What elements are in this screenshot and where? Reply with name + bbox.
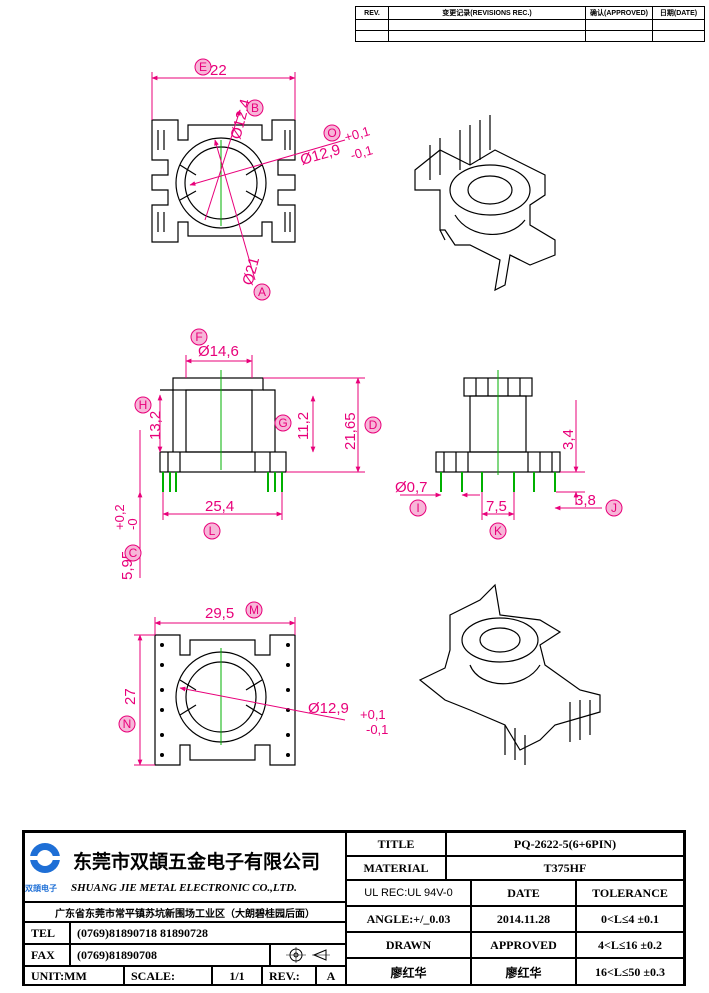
date-value: 2014.11.28	[471, 906, 576, 932]
balloon-m: M	[249, 603, 259, 617]
material-label: MATERIAL	[346, 856, 446, 880]
side-dimensions	[400, 400, 602, 520]
fax-label: FAX	[24, 944, 70, 966]
front-pin-len-minus: -0	[125, 518, 140, 530]
material-value: T375HF	[446, 856, 684, 880]
side-standoff: 3,4	[560, 429, 577, 450]
drawn-label: DRAWN	[346, 932, 471, 958]
balloon-k: K	[494, 524, 502, 538]
bottom-balloons	[118, 601, 263, 733]
tel-value: (0769)81890718 81890728	[70, 922, 346, 944]
logo-text: 双頡电子	[25, 883, 57, 893]
approved-label: APPROVED	[471, 932, 576, 958]
technical-drawing: 22 Ø12,4 Ø12,9 +0,1 -0,1 Ø21 E B O A	[112, 58, 623, 766]
bottom-width-dim: 29,5	[205, 605, 234, 622]
balloon-c: C	[129, 546, 138, 560]
rev-value: A	[316, 966, 346, 986]
iso-view-bottom	[418, 583, 601, 765]
bottom-center-tol-minus: -0,1	[366, 722, 388, 737]
side-pin-dia: Ø0,7	[395, 479, 428, 496]
front-top-dia: Ø14,6	[198, 343, 239, 360]
side-balloons	[409, 499, 623, 540]
tel-label: TEL	[24, 922, 70, 944]
approved-by: 廖红华	[471, 958, 576, 986]
balloon-j: J	[611, 501, 617, 515]
company-name-en: SHUANG JIE METAL ELECTRONIC CO.,LTD.	[71, 882, 297, 894]
balloon-h: H	[139, 398, 148, 412]
unit-label: UNIT:MM	[24, 966, 124, 986]
tolerance-row-1: 0<L≤4 ±0.1	[576, 906, 684, 932]
title-label: TITLE	[346, 832, 446, 856]
side-pin-pitch: 7,5	[486, 498, 507, 515]
revision-table: REV. 变更记录(REVISIONS REC.) 确认(APPROVED) 日…	[355, 6, 705, 42]
balloon-e: E	[199, 60, 207, 74]
balloon-f: F	[195, 330, 202, 344]
bottom-center-dia: Ø12,9	[308, 700, 349, 717]
front-dimensions	[137, 355, 365, 578]
company-name-cn: 东莞市双頡五金电子有限公司	[73, 851, 321, 873]
angle-tolerance: ANGLE:+/_0.03	[346, 906, 471, 932]
fax-value: (0769)81890708	[70, 944, 270, 966]
side-dim-text: Ø0,7 7,5 3,4 3,8	[395, 429, 596, 515]
bottom-view	[154, 634, 296, 766]
scale-value: 1/1	[212, 966, 262, 986]
bottom-dim-text: 29,5 27 Ø12,9 +0,1 -0,1	[122, 605, 388, 737]
front-height-d: 21,65	[342, 412, 359, 450]
top-view	[151, 119, 296, 243]
top-balloons	[194, 58, 341, 301]
title-value: PQ-2622-5(6+6PIN)	[446, 832, 684, 856]
balloon-b: B	[251, 101, 259, 115]
bottom-balloon-labels: M N	[123, 603, 259, 731]
side-balloon-labels: I K J	[416, 501, 617, 538]
front-height-h: 13,2	[147, 411, 164, 440]
drawn-by: 廖红华	[346, 958, 471, 986]
balloon-o: O	[327, 126, 336, 140]
tolerance-row-3: 16<L≤50 ±0.3	[576, 958, 684, 986]
bottom-pin-holes	[160, 643, 290, 757]
ul-rating: UL REC:UL 94V-0	[346, 880, 471, 906]
bottom-height-dim: 27	[122, 688, 139, 705]
side-end-pitch: 3,8	[575, 492, 596, 509]
front-pins	[162, 472, 283, 492]
iso-view-top	[414, 115, 556, 292]
top-dimensions	[151, 72, 346, 281]
title-block: 东莞市双頡五金电子有限公司 双頡电子 SHUANG JIE METAL ELEC…	[22, 830, 686, 986]
front-view	[159, 377, 287, 473]
balloon-i: I	[416, 501, 419, 515]
top-width-dim: 22	[210, 62, 227, 79]
front-dim-text: Ø14,6 13,2 11,2 21,65 25,4 5,95 +0,2 -0	[112, 343, 359, 580]
top-center-dia: Ø12,9	[298, 141, 342, 169]
balloon-a: A	[258, 285, 266, 299]
front-balloon-labels: F H G D L C	[129, 330, 378, 560]
front-height-g: 11,2	[295, 412, 312, 440]
date-label: DATE	[471, 880, 576, 906]
company-address: 广东省东莞市常平镇苏坑新围场工业区（大朗碧桂园后面）	[24, 902, 346, 922]
balloon-n: N	[123, 717, 132, 731]
company-panel: 东莞市双頡五金电子有限公司 双頡电子 SHUANG JIE METAL ELEC…	[24, 832, 346, 902]
front-pin-span: 25,4	[205, 498, 234, 515]
balloon-l: L	[209, 524, 216, 538]
front-balloons	[124, 328, 382, 562]
projection-symbol-cell	[270, 944, 346, 966]
balloon-g: G	[278, 416, 287, 430]
rev-label: REV.:	[262, 966, 316, 986]
bottom-dimensions	[134, 617, 346, 766]
side-pins	[440, 472, 556, 492]
bottom-center-tol-plus: +0,1	[360, 707, 386, 722]
scale-label: SCALE:	[124, 966, 212, 986]
tolerance-row-2: 4<L≤16 ±0.2	[576, 932, 684, 958]
top-outer-dia: Ø21	[239, 255, 263, 287]
tolerance-label: TOLERANCE	[576, 880, 684, 906]
projection-icon	[286, 947, 330, 963]
top-balloon-labels: E B O A	[199, 60, 337, 299]
top-center-tol-minus: -0,1	[349, 142, 375, 163]
top-center-tol-plus: +0,1	[343, 123, 372, 144]
front-pin-len-plus: +0,2	[112, 504, 127, 530]
balloon-d: D	[369, 418, 378, 432]
company-logo-icon	[28, 843, 62, 873]
